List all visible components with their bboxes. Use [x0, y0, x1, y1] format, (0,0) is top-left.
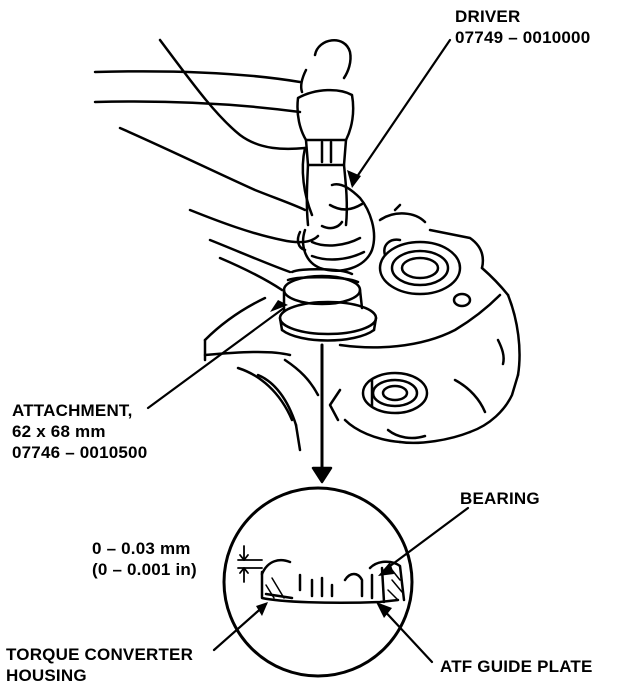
attachment-arrowhead [270, 300, 288, 312]
transmission-case [203, 203, 521, 452]
driver-arrowhead [347, 170, 361, 188]
torque-converter-housing-label: TORQUE CONVERTER HOUSING [6, 644, 193, 686]
attachment-name: ATTACHMENT, [12, 401, 133, 420]
clearance-metric: 0 – 0.03 mm [92, 539, 191, 558]
bearing-leader [380, 506, 470, 574]
detail-circle [222, 486, 414, 678]
bearing-label: BEARING [460, 489, 540, 508]
driver-leader [350, 38, 452, 186]
driver-name: DRIVER [455, 7, 521, 26]
leader-lines [146, 38, 470, 664]
attachment-label: ATTACHMENT, 62 x 68 mm 07746 – 0010500 [12, 400, 147, 463]
hand-illustration [93, 38, 320, 244]
attachment-leader [146, 306, 286, 410]
attachment-size: 62 x 68 mm [12, 422, 106, 441]
driver-label: DRIVER 07749 – 0010000 [455, 6, 590, 48]
attachment-illustration [278, 268, 378, 342]
upper-bearing-illustration [378, 238, 472, 308]
clearance-marker [237, 545, 263, 583]
torque-housing-leader [212, 602, 268, 652]
torque-converter-housing-line1: TORQUE CONVERTER [6, 645, 194, 664]
atf-guide-plate-label: ATF GUIDE PLATE [440, 657, 593, 676]
attachment-part-number: 07746 – 0010500 [12, 443, 148, 462]
driver-tool [296, 39, 376, 272]
lower-bearing-illustration [361, 371, 429, 415]
torque-converter-housing-line2: HOUSING [6, 666, 87, 685]
clearance-label: 0 – 0.03 mm (0 – 0.001 in) [92, 538, 197, 580]
bearing-arrowhead [378, 562, 394, 576]
atf-plate-leader [378, 604, 434, 664]
torque-housing-arrowhead [256, 602, 268, 616]
atf-plate-arrowhead [376, 602, 392, 618]
driver-part-number: 07749 – 0010000 [455, 28, 591, 47]
detail-connector [311, 343, 333, 484]
clearance-imperial: (0 – 0.001 in) [92, 560, 197, 579]
